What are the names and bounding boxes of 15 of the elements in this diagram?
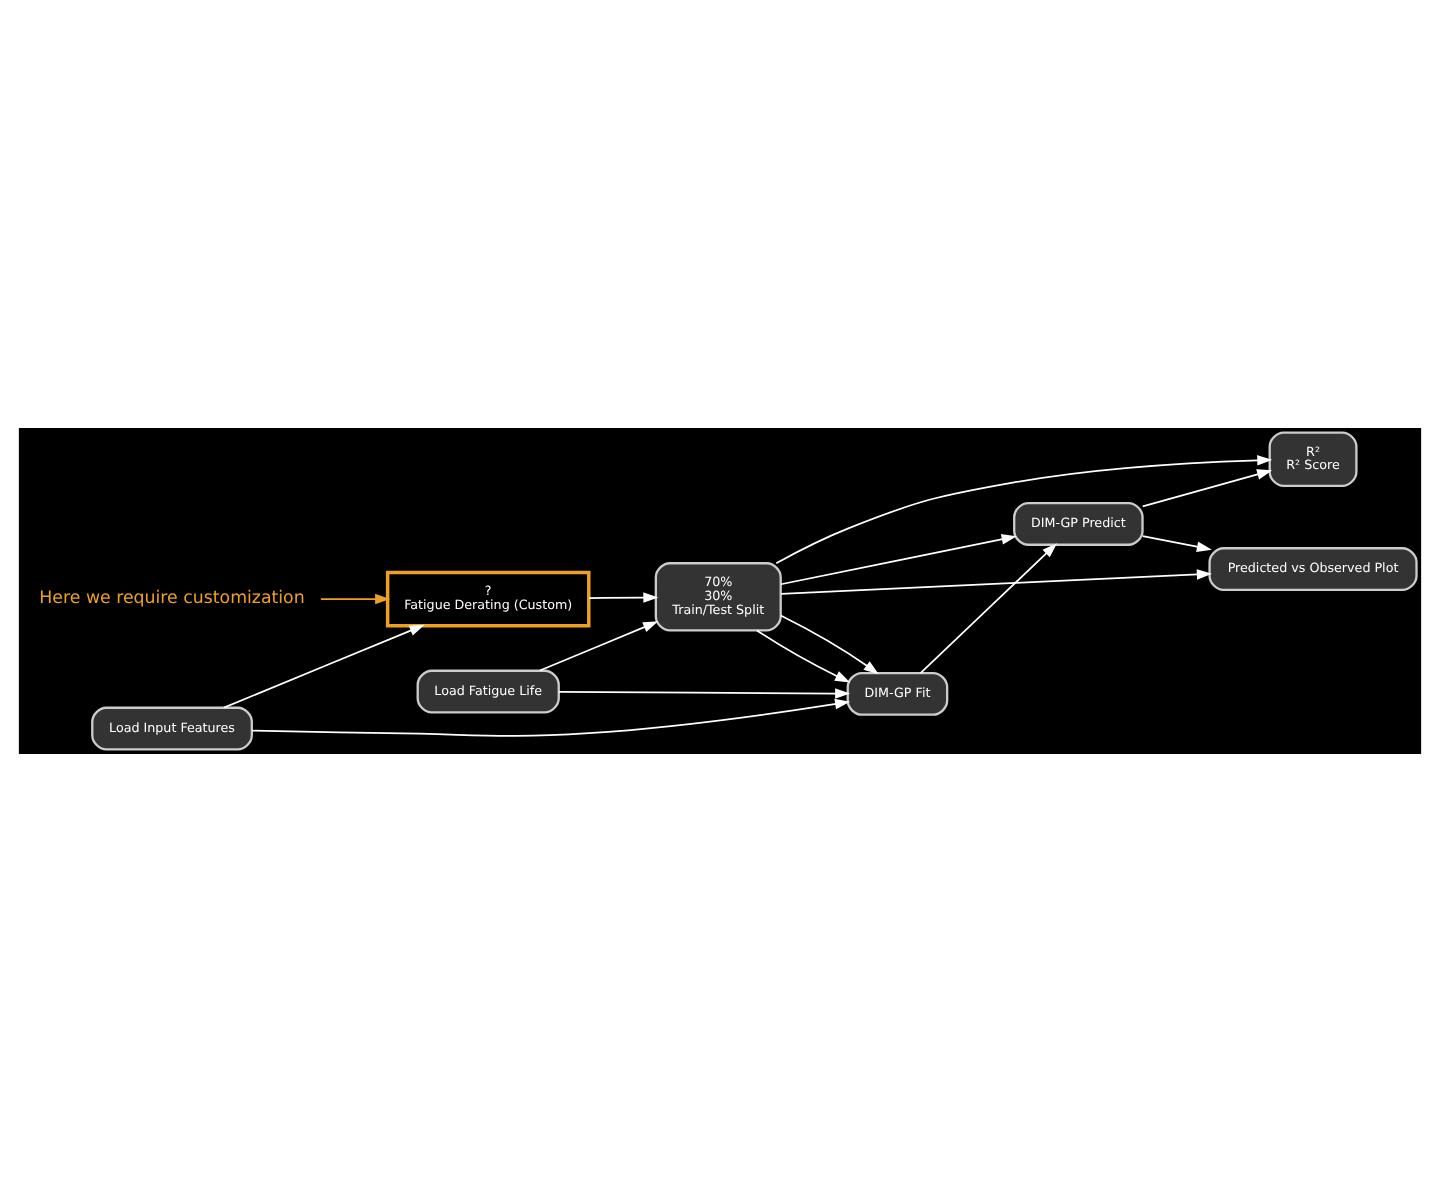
arrow: [919, 543, 1058, 674]
arrow: [1141, 469, 1273, 508]
arrow: [756, 629, 851, 683]
arrow: [1141, 535, 1212, 552]
arrow: [588, 592, 659, 603]
arrow: [539, 621, 659, 672]
arrow: [779, 614, 879, 675]
arrow: [780, 534, 1017, 586]
arrow: [780, 569, 1212, 595]
node-text: Here we require customization: [39, 589, 305, 610]
arrow: [251, 698, 851, 737]
arrow: [775, 455, 1273, 564]
arrow: [320, 593, 391, 605]
arrow: [558, 688, 851, 699]
arrow: [223, 624, 425, 709]
